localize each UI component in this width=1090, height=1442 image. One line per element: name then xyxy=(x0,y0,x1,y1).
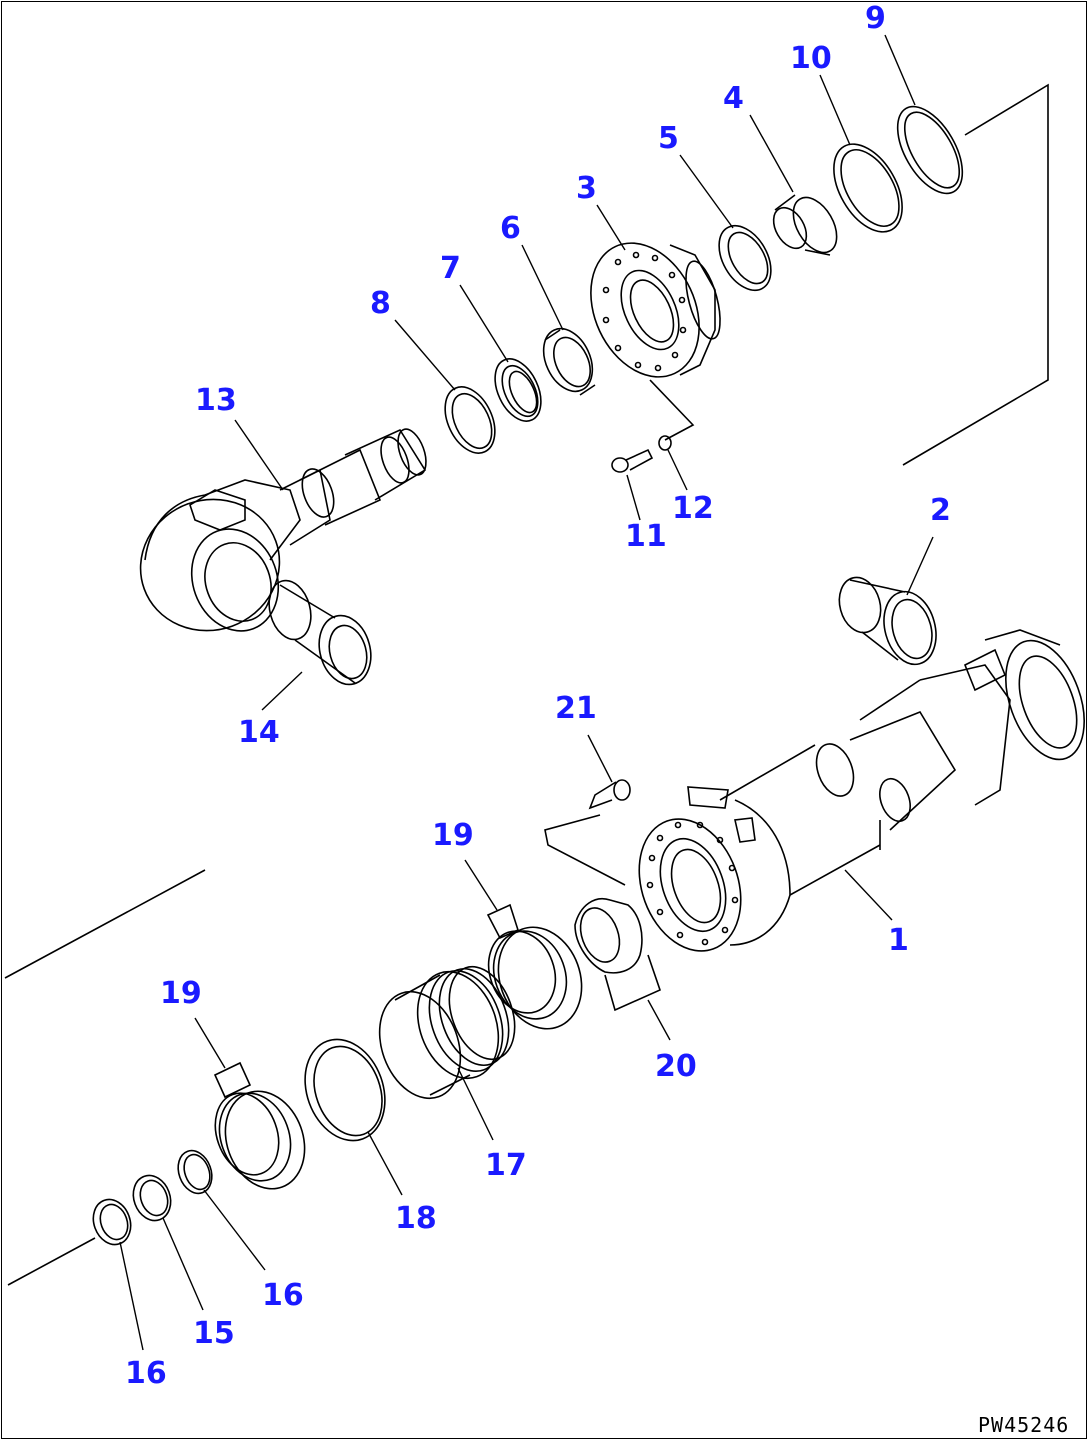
label-part-11: 11 xyxy=(625,519,667,554)
label-part-8: 8 xyxy=(370,286,391,321)
part-13-piston-rod xyxy=(139,428,427,632)
part-6-bushing xyxy=(542,327,596,396)
part-4-bushing xyxy=(772,194,838,256)
part-5-seal xyxy=(718,224,772,292)
part-7-seal xyxy=(494,358,542,422)
leader-lines xyxy=(119,34,934,1351)
part-12-washer xyxy=(658,435,672,451)
label-part-5: 5 xyxy=(658,121,679,156)
label-part-19-lower: 19 xyxy=(160,976,202,1011)
label-part-18: 18 xyxy=(395,1201,437,1236)
part-20-nut xyxy=(574,898,661,1012)
part-17-piston xyxy=(378,965,516,1100)
part-labels: 9 10 4 5 3 6 7 8 13 11 12 2 14 21 19 1 1… xyxy=(125,1,951,1391)
label-part-14: 14 xyxy=(238,715,280,750)
label-part-20: 20 xyxy=(655,1049,697,1084)
label-part-13: 13 xyxy=(195,383,237,418)
label-part-7: 7 xyxy=(440,251,461,286)
part-9-ring xyxy=(896,105,964,195)
part-10-ring xyxy=(833,143,903,233)
label-part-12: 12 xyxy=(672,491,714,526)
label-part-2: 2 xyxy=(930,493,951,528)
label-part-19-upper: 19 xyxy=(432,818,474,853)
label-part-16-lower: 16 xyxy=(125,1356,167,1391)
label-part-10: 10 xyxy=(790,41,832,76)
part-2-bushing xyxy=(838,576,937,666)
part-11-bolt xyxy=(611,448,654,473)
label-part-1: 1 xyxy=(888,923,909,958)
part-1-cylinder-tube xyxy=(638,629,1085,952)
part-3-cylinder-head xyxy=(590,242,721,378)
label-part-9: 9 xyxy=(865,1,886,36)
label-part-15: 15 xyxy=(193,1316,235,1351)
tube-flange-bolt-holes xyxy=(646,821,739,946)
axis-lines xyxy=(4,83,1049,1286)
label-part-17: 17 xyxy=(485,1148,527,1183)
part-21-bolt xyxy=(588,779,631,810)
part-14-bushing xyxy=(268,579,372,686)
label-part-4: 4 xyxy=(723,81,744,116)
part-19-wear-ring-upper xyxy=(486,903,583,1030)
part-19-wear-ring-lower xyxy=(213,1061,306,1190)
part-16-ring-upper xyxy=(177,1149,213,1195)
part-16-ring-lower xyxy=(92,1198,132,1246)
part-8-ring xyxy=(444,386,496,454)
head-bolt-holes xyxy=(602,251,687,372)
label-part-6: 6 xyxy=(500,211,521,246)
part-15-ring xyxy=(132,1174,172,1222)
label-part-21: 21 xyxy=(555,691,597,726)
label-part-3: 3 xyxy=(576,171,597,206)
drawing-code: PW45246 xyxy=(978,1413,1069,1437)
part-18-ring xyxy=(304,1038,386,1142)
label-part-16-upper: 16 xyxy=(262,1278,304,1313)
